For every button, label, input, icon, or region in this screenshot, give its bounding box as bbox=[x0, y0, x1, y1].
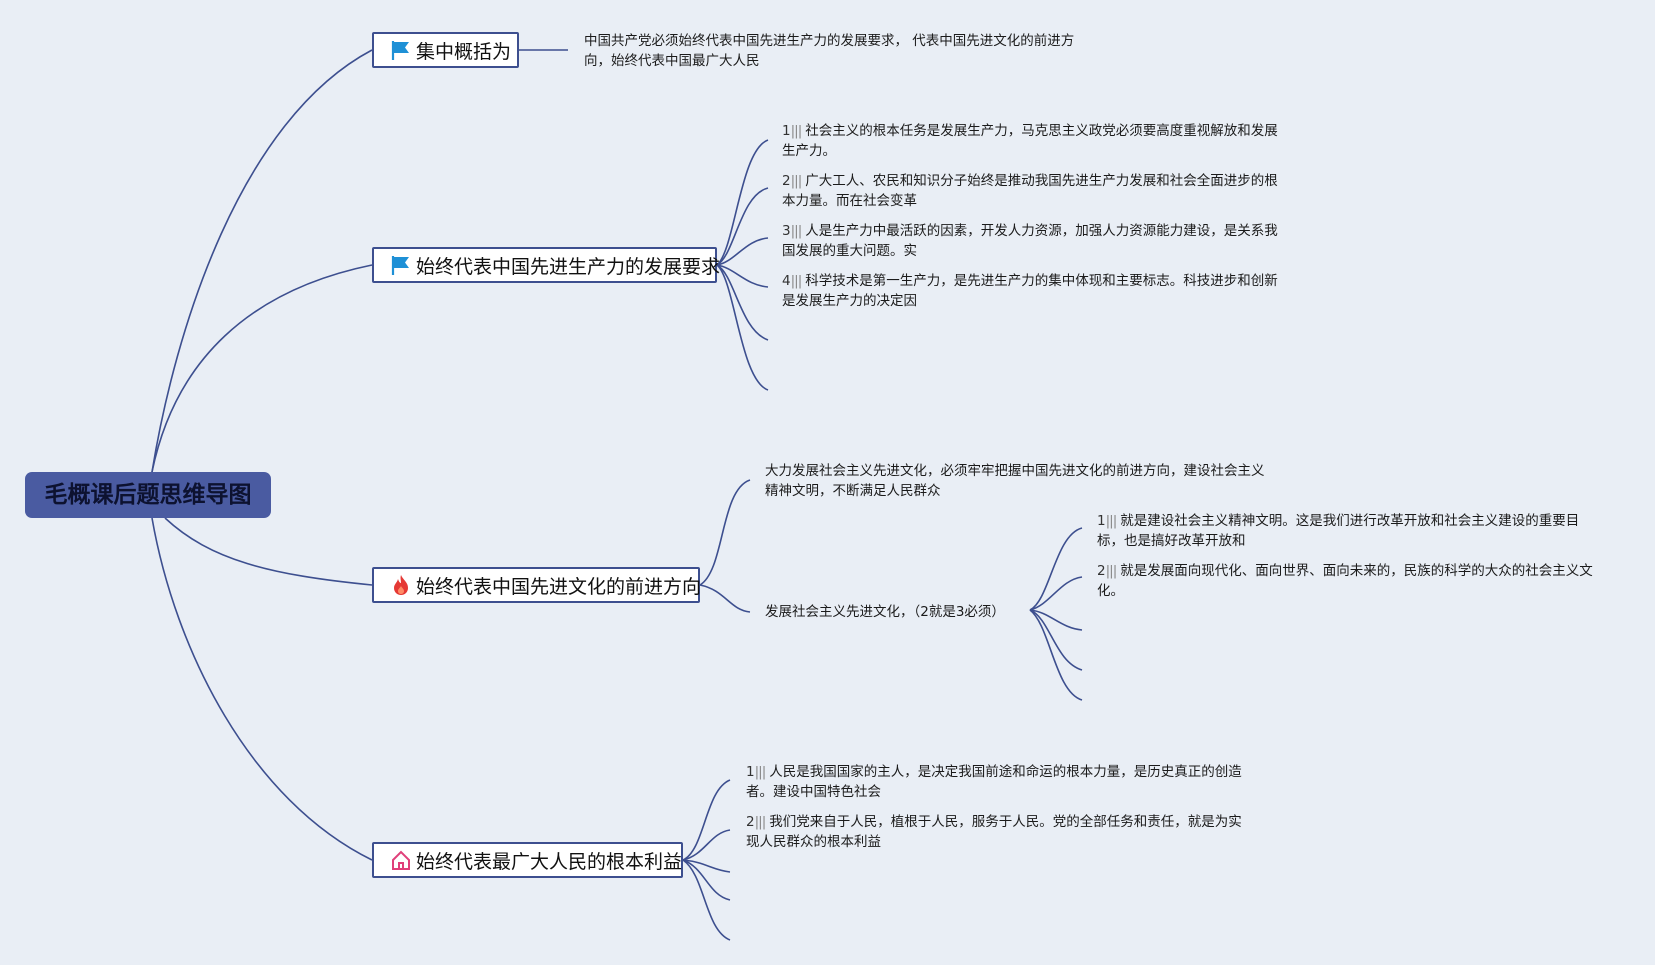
list-separator: ||| bbox=[790, 123, 803, 139]
list-separator: ||| bbox=[790, 173, 803, 189]
topic-label: 始终代表中国先进文化的前进方向 bbox=[416, 575, 702, 598]
connector-topic4-leaf4 bbox=[682, 859, 731, 901]
leaf-productivity-1[interactable]: 1|||社会主义的根本任务是发展生产力，马克思主义政党必须要高度重视解放和发展生… bbox=[782, 123, 1278, 159]
topic-label: 始终代表最广大人民的根本利益 bbox=[416, 850, 683, 873]
leaf-people-2[interactable]: 2|||我们党来自于人民，植根于人民，服务于人民。党的全部任务和责任，就是为实现… bbox=[746, 814, 1242, 850]
connector-sub-leaf3 bbox=[1029, 609, 1083, 631]
connector-topic4-leaf3 bbox=[682, 859, 731, 873]
connector-topic2-leaf4 bbox=[716, 264, 769, 288]
topic-people[interactable]: 始终代表最广大人民的根本利益 bbox=[372, 842, 683, 878]
leaf-summary-text[interactable]: 中国共产党必须始终代表中国先进生产力的发展要求， 代表中国先进文化的前进方向，始… bbox=[584, 33, 1075, 69]
connector-topic2-leaf2 bbox=[716, 187, 769, 266]
leaf-productivity-2[interactable]: 2|||广大工人、农民和知识分子始终是推动我国先进生产力发展和社会全面进步的根本… bbox=[782, 173, 1278, 209]
list-separator: ||| bbox=[754, 764, 767, 780]
connector-topic3-leaf1 bbox=[699, 479, 751, 586]
list-separator: ||| bbox=[1105, 563, 1118, 579]
connector-topic4-leaf2 bbox=[682, 829, 731, 861]
connector-root-topic1 bbox=[151, 49, 373, 473]
connector-topic2-leaf1 bbox=[716, 139, 769, 266]
connector-topic4-leaf5 bbox=[682, 859, 731, 941]
flag-icon bbox=[390, 39, 412, 61]
list-separator: ||| bbox=[1105, 513, 1118, 529]
list-separator: ||| bbox=[754, 814, 767, 830]
leaf-culture-2[interactable]: 发展社会主义先进文化，（2就是3必须） bbox=[765, 604, 1005, 620]
fire-icon bbox=[390, 574, 412, 596]
connector-root-topic4 bbox=[151, 517, 373, 861]
connector-root-topic2 bbox=[151, 264, 373, 473]
flag-icon bbox=[390, 254, 412, 276]
topic-label: 集中概括为 bbox=[416, 40, 512, 63]
house-icon bbox=[390, 849, 412, 871]
leaf-productivity-4[interactable]: 4|||科学技术是第一生产力，是先进生产力的集中体现和主要标志。科技进步和创新是… bbox=[782, 273, 1278, 309]
leaf-productivity-3[interactable]: 3|||人是生产力中最活跃的因素，开发人力资源，加强人力资源能力建设，是关系我国… bbox=[782, 223, 1278, 259]
topic-label: 始终代表中国先进生产力的发展要求 bbox=[416, 255, 721, 278]
connector-topic4-leaf1 bbox=[682, 779, 731, 861]
leaf-people-1[interactable]: 1|||人民是我国国家的主人，是决定我国前途和命运的根本力量，是历史真正的创造者… bbox=[746, 764, 1242, 800]
root-label: 毛概课后题思维导图 bbox=[44, 482, 252, 508]
connector-topic3-leaf2 bbox=[699, 584, 751, 613]
list-separator: ||| bbox=[790, 223, 803, 239]
connector-topic2-leaf3 bbox=[716, 237, 769, 266]
leaf-culture-sub-1[interactable]: 1|||就是建设社会主义精神文明。这是我们进行改革开放和社会主义建设的重要目标，… bbox=[1097, 513, 1580, 549]
root-node[interactable]: 毛概课后题思维导图 bbox=[25, 472, 271, 518]
leaf-culture-1[interactable]: 大力发展社会主义先进文化，必须牢牢把握中国先进文化的前进方向，建设社会主义精神文… bbox=[765, 463, 1265, 499]
connector-topic2-leaf5 bbox=[716, 264, 769, 341]
connector-root-topic3 bbox=[164, 517, 373, 586]
list-separator: ||| bbox=[790, 273, 803, 289]
topic-productivity[interactable]: 始终代表中国先进生产力的发展要求 bbox=[372, 247, 721, 283]
connector-sub-leaf2 bbox=[1029, 576, 1083, 611]
connector-topic2-leaf6 bbox=[716, 264, 769, 391]
topic-summary[interactable]: 集中概括为 bbox=[372, 32, 519, 68]
connector-sub-leaf5 bbox=[1029, 609, 1083, 701]
connector-sub-leaf4 bbox=[1029, 609, 1083, 671]
leaf-culture-sub-2[interactable]: 2|||就是发展面向现代化、面向世界、面向未来的，民族的科学的大众的社会主义文化… bbox=[1097, 563, 1593, 599]
connector-sub-leaf1 bbox=[1029, 527, 1083, 611]
topic-culture[interactable]: 始终代表中国先进文化的前进方向 bbox=[372, 567, 702, 603]
